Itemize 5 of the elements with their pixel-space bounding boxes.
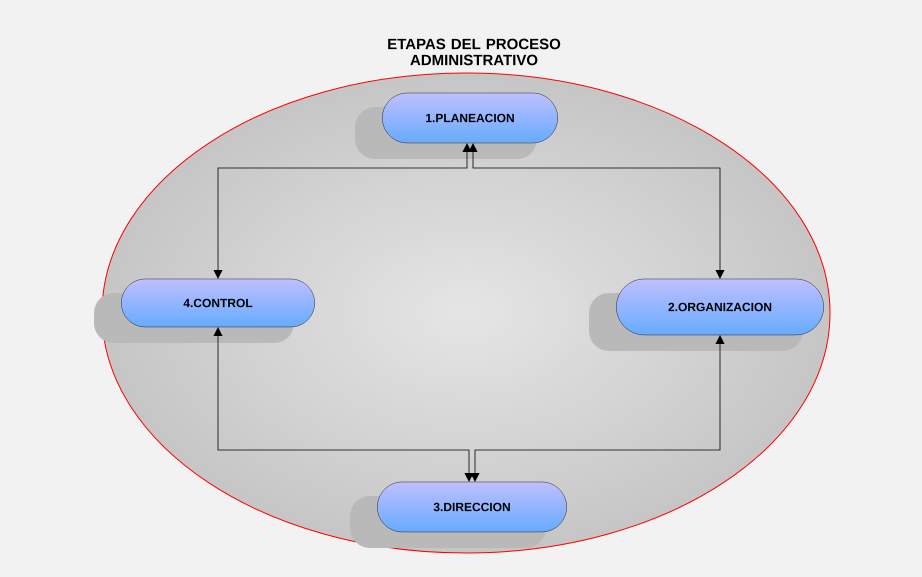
process-box: 4.CONTROL xyxy=(121,278,315,328)
process-box: 1.PLANEACION xyxy=(382,92,558,144)
process-box: 2.ORGANIZACION xyxy=(616,278,824,336)
title: ETAPAS DEL PROCESO ADMINISTRATIVO xyxy=(388,38,560,66)
process-box: 3.DIRECCION xyxy=(377,482,567,532)
